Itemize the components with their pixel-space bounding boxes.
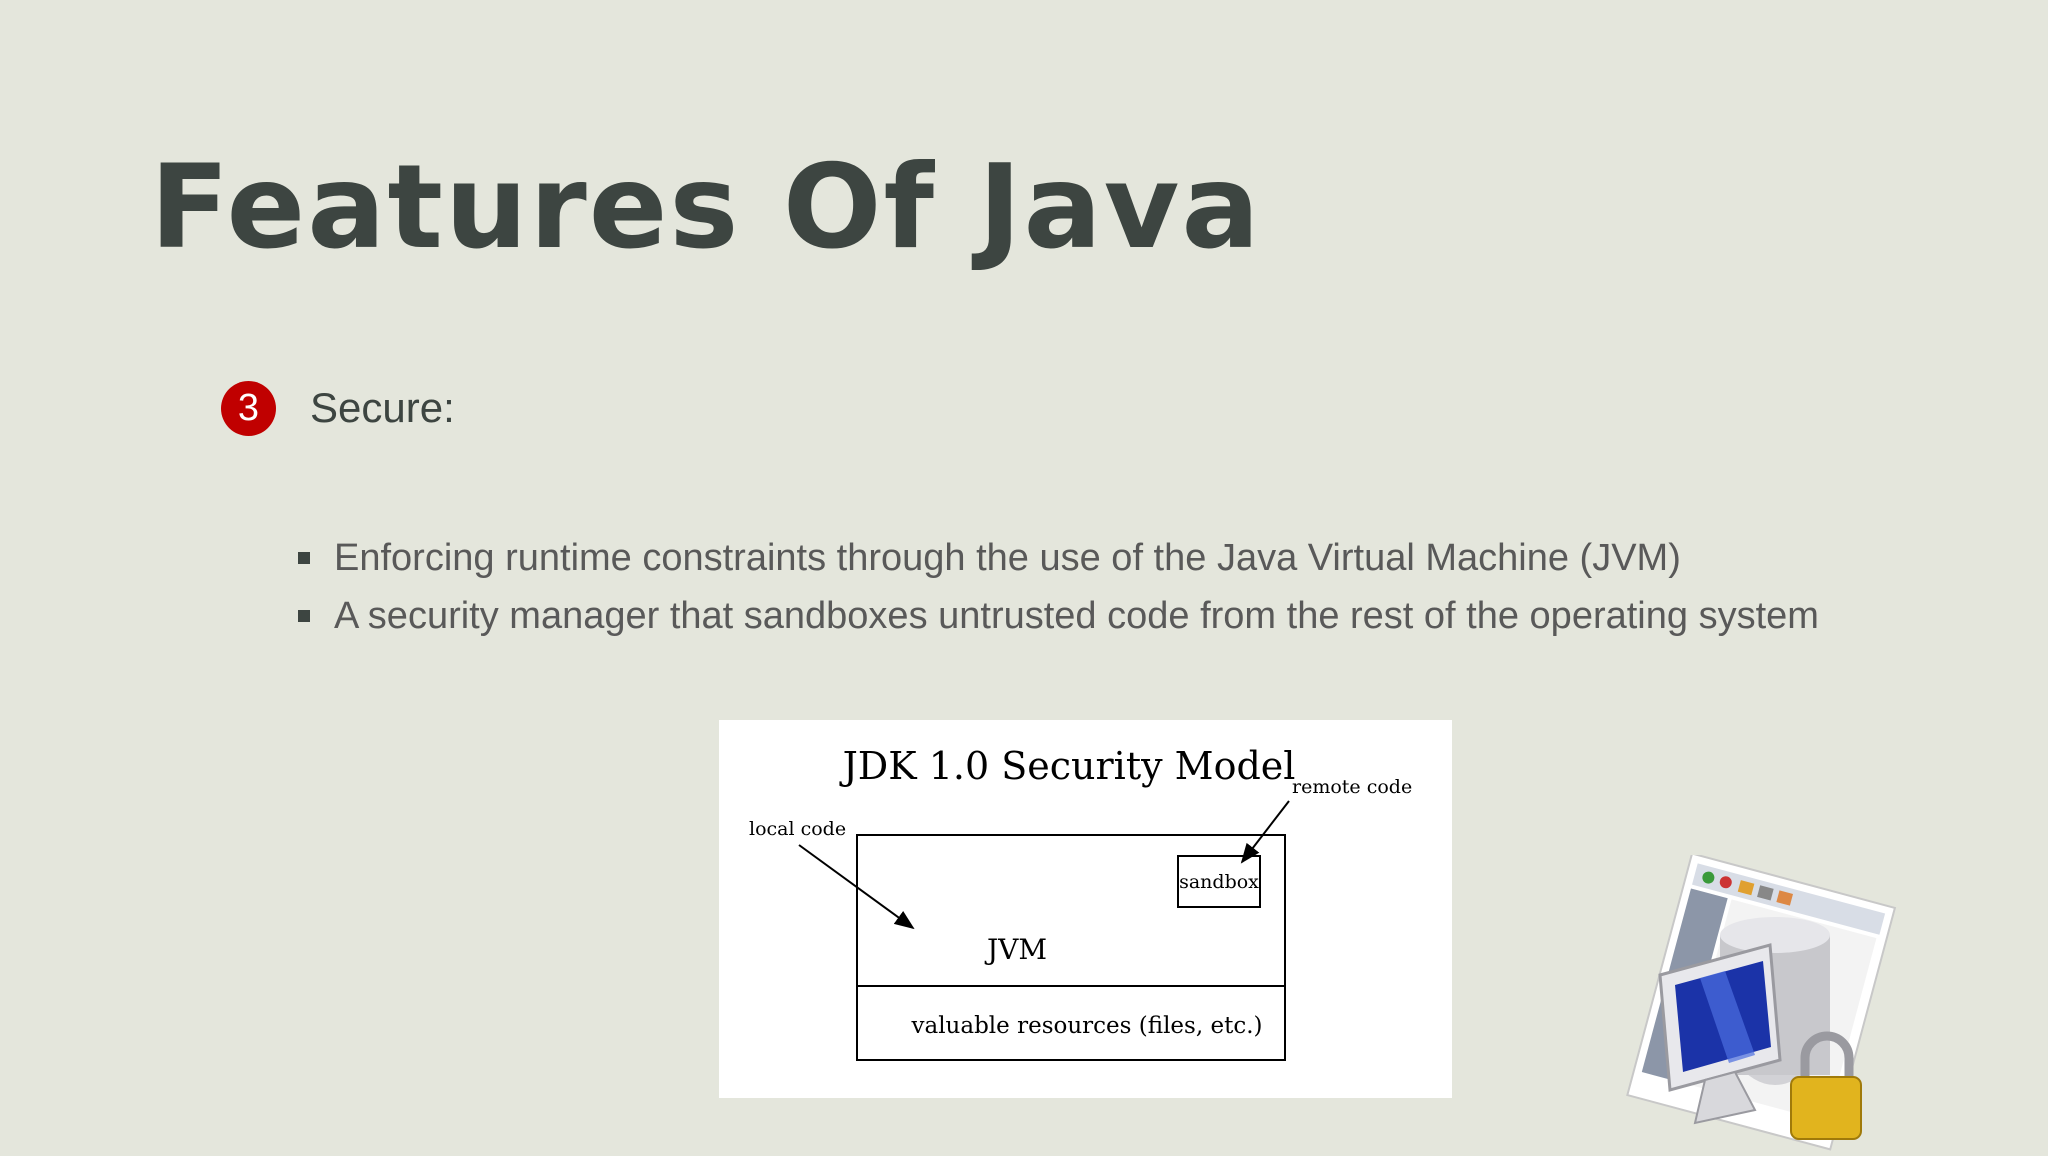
bullet-text: A security manager that sandboxes untrus…	[334, 595, 1819, 637]
local-code-label: local code	[749, 818, 846, 840]
resources-box	[856, 985, 1286, 1061]
bullet-list: Enforcing runtime constraints through th…	[296, 532, 1826, 642]
remote-code-arrow	[1240, 800, 1290, 864]
bullet-item: Enforcing runtime constraints through th…	[296, 532, 1826, 584]
sandbox-label: sandbox	[1179, 871, 1259, 893]
sandbox-box	[1177, 855, 1261, 908]
slide-title: Features Of Java	[150, 140, 1262, 275]
security-model-diagram: JDK 1.0 Security Model remote code local…	[719, 720, 1452, 1098]
diagram-title: JDK 1.0 Security Model	[839, 744, 1296, 788]
square-bullet-icon	[298, 552, 310, 564]
computer-with-padlock-icon	[1605, 852, 1905, 1152]
section-heading: Secure:	[310, 384, 455, 431]
local-code-arrow	[798, 844, 915, 930]
item-number-badge: 3	[221, 381, 276, 436]
bullet-item: A security manager that sandboxes untrus…	[296, 590, 1826, 642]
bullet-text: Enforcing runtime constraints through th…	[334, 537, 1681, 579]
remote-code-label: remote code	[1292, 776, 1412, 798]
diagram-svg: JDK 1.0 Security Model remote code local…	[749, 744, 1412, 1061]
jvm-box	[856, 834, 1286, 987]
resources-label: valuable resources (files, etc.)	[911, 1013, 1263, 1039]
square-bullet-icon	[298, 610, 310, 622]
jvm-label: JVM	[984, 933, 1047, 966]
